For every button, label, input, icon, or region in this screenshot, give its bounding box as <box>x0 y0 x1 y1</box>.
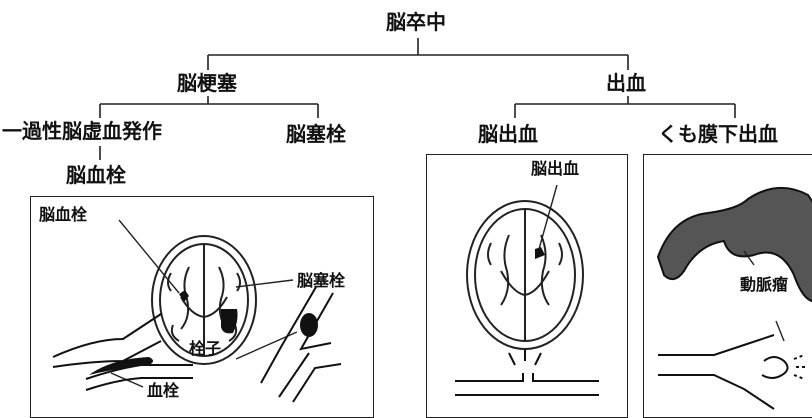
thrombus-pointer <box>118 219 180 294</box>
hemorrhage-branch <box>514 96 736 118</box>
thrombus-clot <box>89 357 153 375</box>
root-stroke-label: 脳卒中 <box>386 10 446 34</box>
ruptured-vessel-icon <box>455 349 599 396</box>
brain-axial-icon <box>151 235 257 365</box>
sah-illustration <box>656 186 812 410</box>
thrombus-spot <box>179 290 189 302</box>
tree-connectors <box>99 38 736 160</box>
clot-callout: 血栓 <box>147 381 180 400</box>
infarction-branch <box>99 96 319 118</box>
ich-panel: 脳出血 <box>426 154 628 418</box>
hemorrhage-spot <box>535 247 545 259</box>
embolism-callout: 脳塞栓 <box>297 271 346 290</box>
ich-callout: 脳出血 <box>531 159 580 178</box>
aneurysm-pointer-2 <box>775 320 785 342</box>
thrombosis-label: 脳血栓 <box>66 163 126 187</box>
aneurysm-pointer <box>743 250 755 266</box>
infarction-illustration <box>52 219 342 403</box>
ich-illustration <box>455 184 599 396</box>
embolic-infarct <box>221 309 238 334</box>
root-branch <box>207 38 629 70</box>
thrombus-callout: 脳血栓 <box>39 205 88 224</box>
aneurysm-callout: 動脈瘤 <box>740 275 789 294</box>
burst-aneurysm-icon <box>658 334 808 410</box>
tia-label: 一過性脳虚血発作 <box>2 119 162 143</box>
thrombus-vessel-icon <box>52 313 193 391</box>
hemorrhage-pointer <box>538 184 558 250</box>
aneurysm-shape <box>656 186 812 302</box>
brain-axial-icon <box>466 200 584 350</box>
embolus-plug <box>300 313 318 337</box>
sah-label: くも膜下出血 <box>658 122 778 146</box>
sah-panel: 動脈瘤 <box>643 154 812 418</box>
embolism-pointer <box>235 279 294 288</box>
infarction-label: 脳梗塞 <box>177 71 237 95</box>
embolism-label: 脳塞栓 <box>286 122 346 146</box>
hemorrhage-label: 出血 <box>606 71 646 95</box>
ich-label: 脳出血 <box>478 122 538 146</box>
infarction-panel: 脳血栓 脳塞栓 栓子 血栓 <box>30 196 374 418</box>
embolus-vessel-icon <box>260 286 342 403</box>
embolus-callout: 栓子 <box>189 339 222 358</box>
